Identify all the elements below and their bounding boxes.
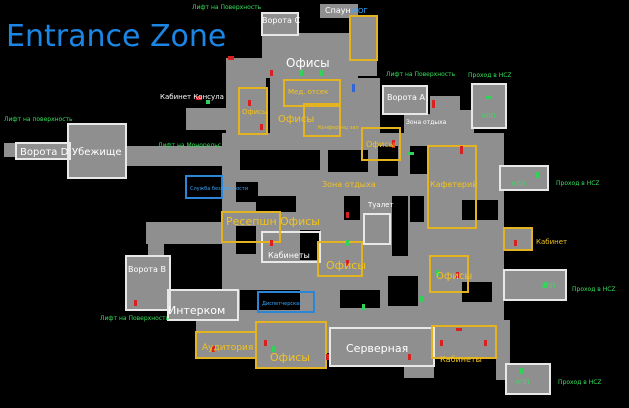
label-control-room: Диспетчерская xyxy=(262,301,302,307)
label-conference: Конференц зал xyxy=(318,125,359,131)
label-hcz-4: Проход в HCZ xyxy=(558,379,602,386)
checkpoint-3-room[interactable] xyxy=(504,270,566,300)
offices-bottom-room[interactable] xyxy=(256,320,326,368)
checkpoint-2-room[interactable] xyxy=(500,166,548,190)
label-offices-right: Офисы xyxy=(366,140,395,149)
label-toilet: Туалет xyxy=(367,201,394,209)
room-outlines xyxy=(15,12,567,395)
left-mid-corridor xyxy=(146,222,226,244)
label-gate-a: Ворота A xyxy=(387,93,425,102)
label-checkpoint-2: КПП xyxy=(512,181,525,188)
label-cabinet: Кабинет xyxy=(536,238,567,246)
gate-a-room[interactable] xyxy=(383,86,427,114)
offices-top-room[interactable] xyxy=(262,33,358,78)
label-offices-left: Офисы xyxy=(242,108,267,116)
label-auditorium: Аудитория xyxy=(202,343,253,353)
label-monorail-lift: Лифт на Монорельс xyxy=(158,142,221,149)
spawn-room[interactable] xyxy=(320,4,358,18)
label-hcz-2: Проход в HCZ xyxy=(556,180,600,187)
label-reception: Ресепшн xyxy=(226,215,277,228)
label-intercom: Интерком xyxy=(168,304,225,317)
label-surface-lift-top: Лифт на Поверхность xyxy=(192,4,262,11)
label-medbay: Мед. отсек xyxy=(288,88,328,96)
rest-zone-small-room[interactable] xyxy=(404,114,434,136)
corridor-shelter xyxy=(125,146,225,166)
gate-d-room[interactable] xyxy=(16,143,70,159)
label-surface-lift-bottom: Лифт на Поверхность xyxy=(100,315,170,322)
auditorium-room[interactable] xyxy=(196,318,256,358)
label-spawn: Спаун xyxy=(325,6,351,15)
label-offices-top: Офисы xyxy=(286,56,330,70)
checkpoint-1-link xyxy=(458,110,474,136)
map-labels: Entrance Zone Лифт на Поверхность Лифт н… xyxy=(4,4,616,386)
label-checkpoint-1: КПП xyxy=(482,113,495,120)
checkpoint-4-room[interactable] xyxy=(506,364,550,394)
label-cabinets-mid: Кабинеты xyxy=(268,251,310,260)
label-rest-zone: Зона отдыха xyxy=(322,180,376,189)
label-rest-zone-small: Зона отдыха xyxy=(406,119,447,126)
shelter-room[interactable] xyxy=(68,124,126,178)
label-hcz-3: Проход в HCZ xyxy=(572,286,616,293)
label-gate-d: Ворота D xyxy=(20,147,69,158)
label-gate-c: Ворота C xyxy=(262,16,300,25)
cabinets-bottom-room[interactable] xyxy=(432,316,496,358)
right-top-corridor xyxy=(342,78,380,136)
spawn-corridor xyxy=(350,16,377,76)
doors xyxy=(134,56,547,374)
label-checkpoint-4: КПП xyxy=(516,379,529,386)
walls xyxy=(236,146,498,310)
cabinet-right-room[interactable] xyxy=(504,228,532,250)
consul-corridor xyxy=(186,108,226,130)
label-surface-lift-left: Лифт на поверхность xyxy=(4,116,73,123)
label-offices-lower: Офисы xyxy=(326,259,366,272)
label-cabinets-bottom: Кабинеты xyxy=(440,355,482,364)
intercom-room[interactable] xyxy=(168,290,238,320)
label-shelter: Убежище xyxy=(72,147,122,158)
label-offices-mid: Офисы xyxy=(278,114,314,125)
label-spawn-suffix: МОГ xyxy=(352,7,368,15)
label-checkpoint-3: КПП xyxy=(542,283,555,290)
label-security: Служба безопасности xyxy=(190,186,248,192)
gate-b-room[interactable] xyxy=(126,256,170,310)
label-offices-reception: Офисы xyxy=(280,215,320,228)
label-offices-lower-right: Офисы xyxy=(436,271,472,282)
label-hcz-1: Проход в HCZ xyxy=(468,72,512,79)
gate-d-lift xyxy=(4,143,18,157)
label-gate-b: Ворота B xyxy=(128,265,166,274)
label-offices-bottom: Офисы xyxy=(270,351,310,364)
checkpoint-1-room[interactable] xyxy=(472,84,506,128)
label-consul-office: Кабинет Консула xyxy=(160,93,224,101)
zone-title: Entrance Zone xyxy=(6,19,226,54)
label-surface-lift-right: Лифт на Поверхность xyxy=(386,71,456,78)
label-server-room: Серверная xyxy=(346,342,408,355)
gate-c-room[interactable] xyxy=(262,13,298,35)
label-cafeteria: Кафетерий xyxy=(430,180,477,189)
